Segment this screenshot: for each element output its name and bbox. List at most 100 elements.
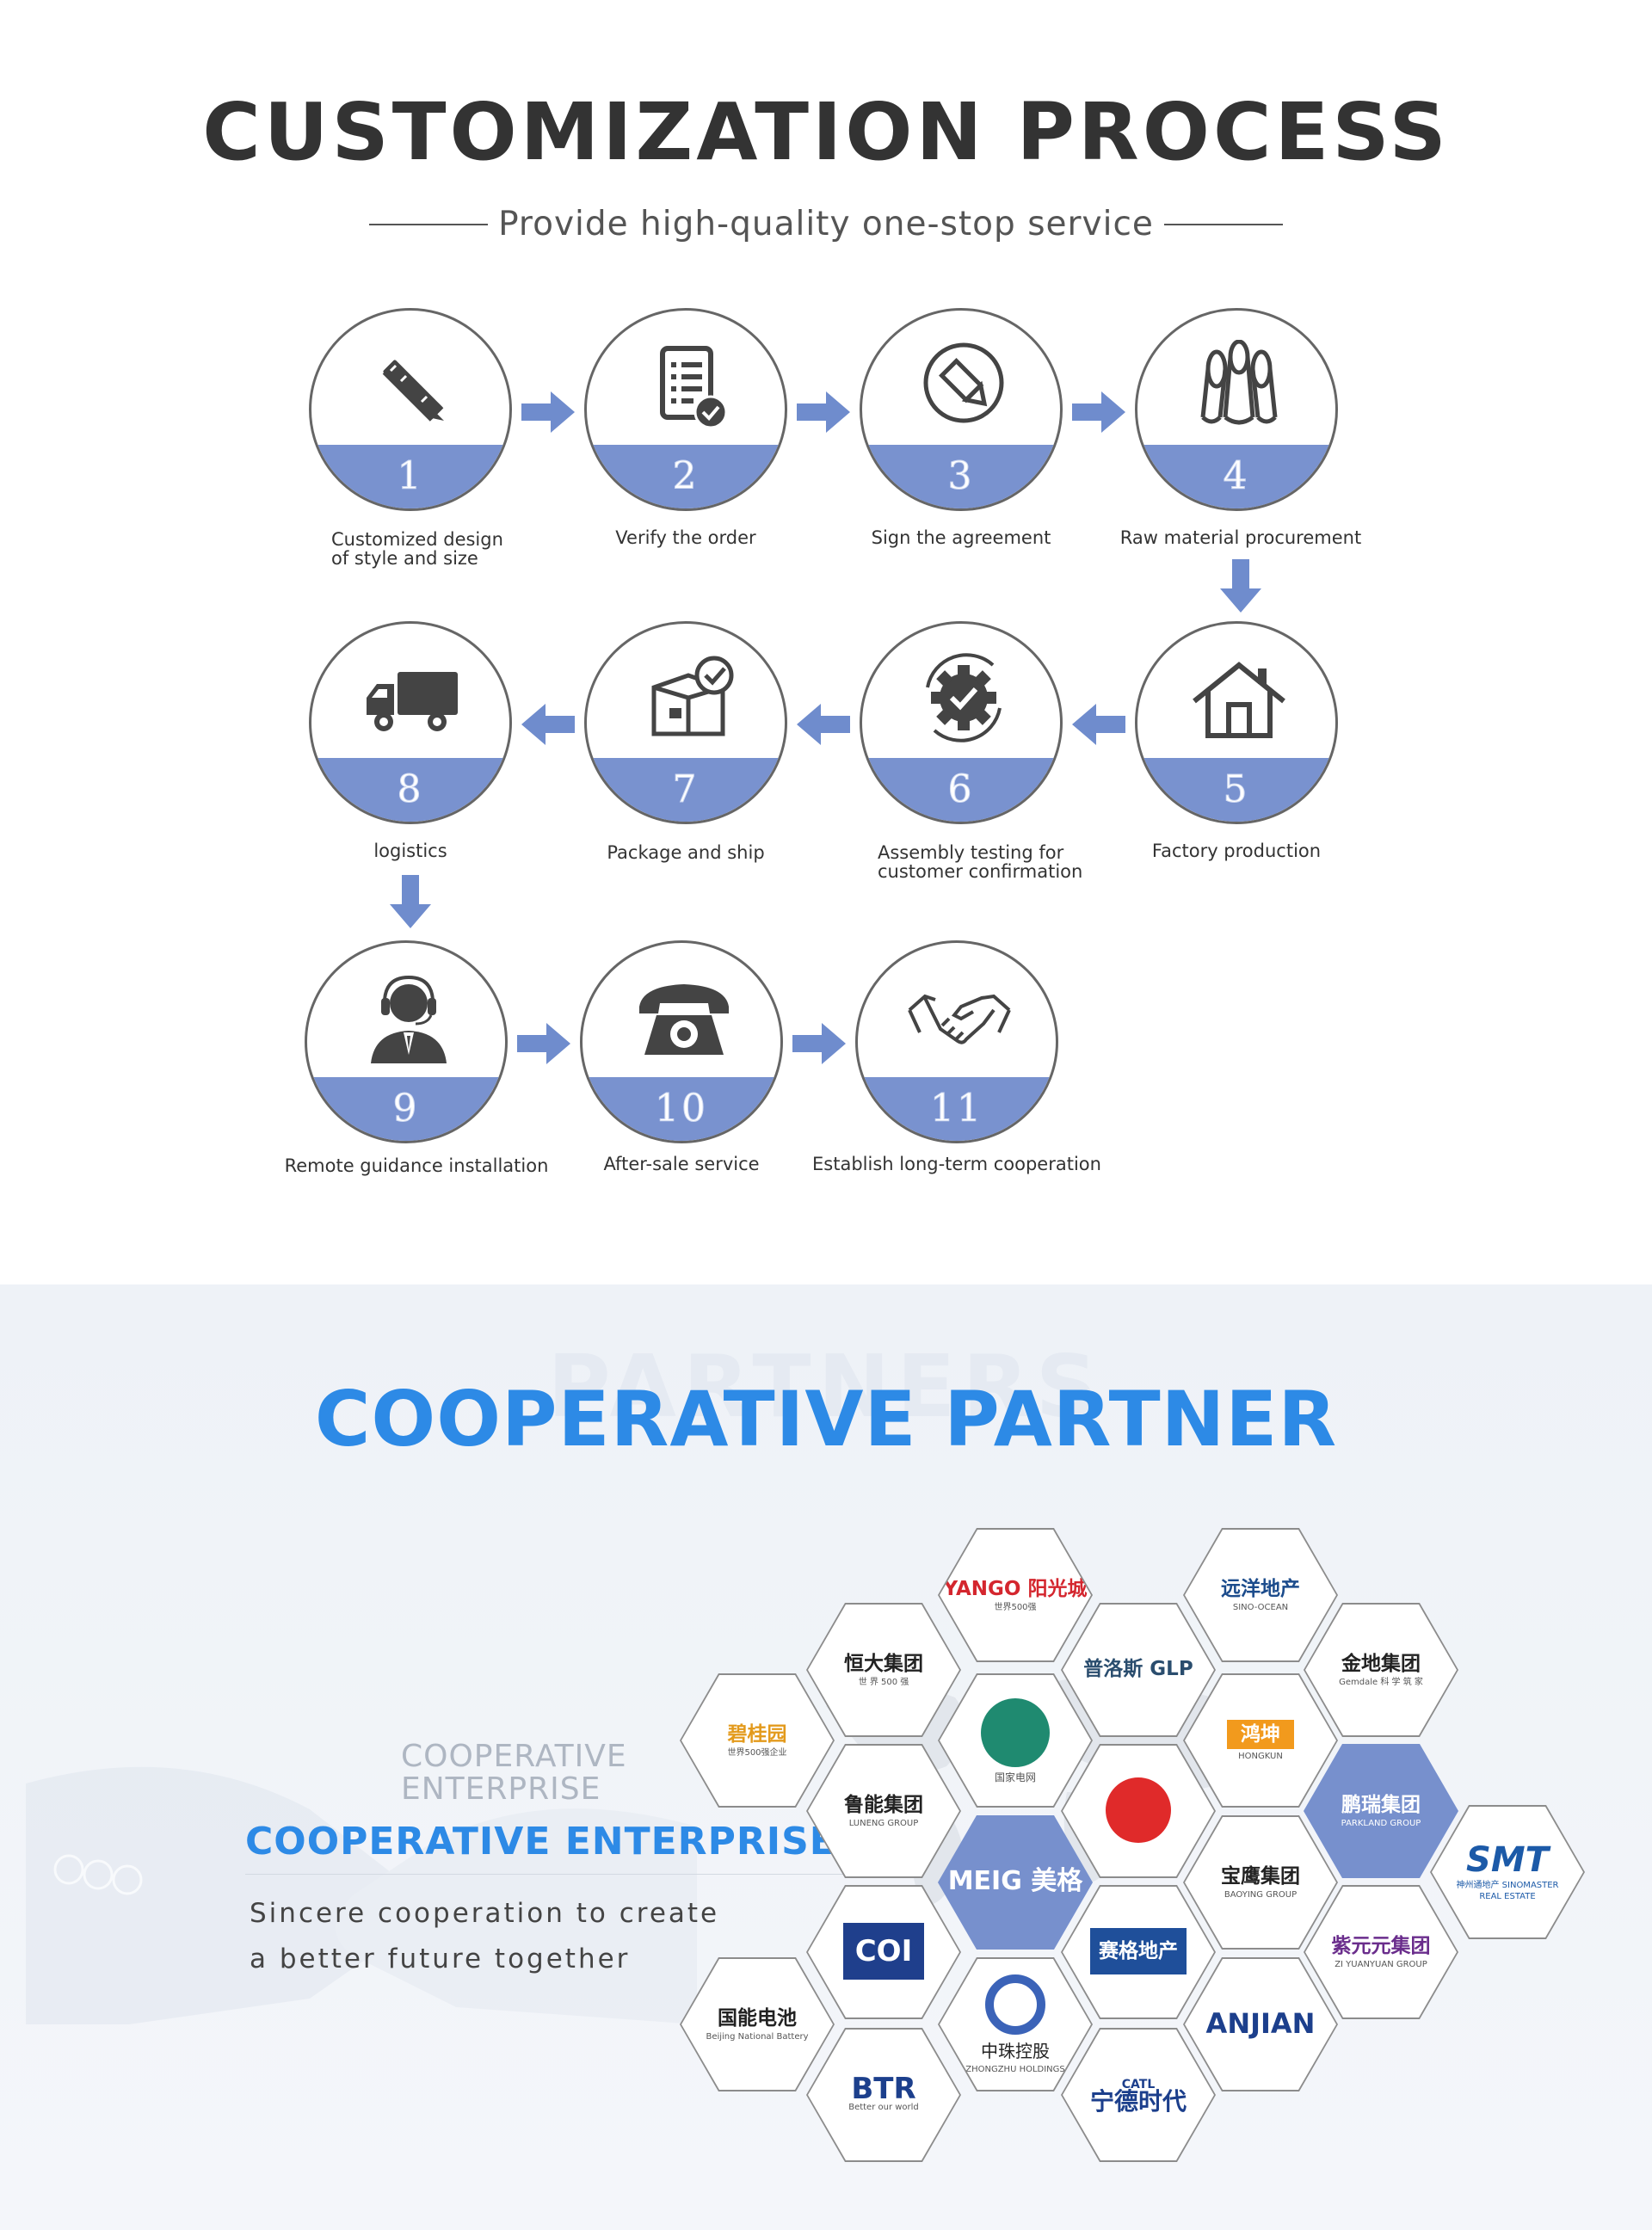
partners-watermark: PARTNERS	[547, 1336, 1105, 1437]
step-number: 4	[1223, 454, 1250, 499]
partner-logo-yango: YANGO 阳光城世界500强	[938, 1528, 1093, 1662]
step-10-label: After-sale service	[603, 1154, 760, 1174]
page-title: CUSTOMIZATION PROCESS	[202, 86, 1450, 178]
step-number: 1	[397, 454, 424, 499]
package-check-icon	[635, 653, 742, 748]
arrow-down-icon	[390, 875, 431, 928]
step-1-circle: 1	[309, 308, 512, 511]
step-number: 8	[397, 767, 424, 812]
partner-logo-country-garden: 碧桂园世界500强企业	[680, 1673, 835, 1808]
step-band	[587, 758, 785, 822]
step-4-circle: 4	[1135, 308, 1338, 511]
step-2-circle: 2	[584, 308, 787, 511]
partners-section: PARTNERS COOPERATIVE PARTNER COOPERATIVE…	[0, 1284, 1652, 2230]
step-3-label: Sign the agreement	[871, 527, 1051, 548]
arrow-right-icon	[797, 391, 850, 433]
partner-logo-evergrande: 恒大集团世 界 500 强	[806, 1603, 961, 1737]
subtitle-right-rule	[1163, 223, 1283, 225]
arrow-right-icon	[521, 391, 575, 433]
arrow-left-icon	[1072, 704, 1125, 745]
telephone-icon	[631, 972, 737, 1067]
step-band	[862, 445, 1060, 508]
step-6-circle: 6	[860, 621, 1063, 824]
partner-logo-glp: 普洛斯 GLP	[1061, 1603, 1216, 1737]
cooperative-enterprise-ghost-heading: COOPERATIVE ENTERPRISE	[401, 1739, 627, 1807]
pencil-circle-icon	[910, 340, 1017, 434]
step-number: 6	[947, 767, 975, 812]
step-5-circle: 5	[1135, 621, 1338, 824]
step-11-circle: 11	[855, 940, 1058, 1143]
step-band	[307, 1077, 505, 1141]
house-icon	[1186, 653, 1292, 748]
step-2-label: Verify the order	[615, 527, 756, 548]
partner-logo-saige: 赛格地产	[1061, 1885, 1216, 2019]
step-band	[311, 758, 509, 822]
step-7-label: Package and ship	[607, 842, 765, 863]
step-band	[862, 758, 1060, 822]
step-band	[311, 445, 509, 508]
arrow-left-icon	[797, 704, 850, 745]
step-band	[587, 445, 785, 508]
subtitle: Provide high-quality one-stop service	[498, 205, 1154, 243]
state-grid-globe-icon	[981, 1697, 1050, 1767]
partner-logo-meig: MEIG 美格	[938, 1815, 1093, 1950]
step-number: 11	[930, 1087, 983, 1131]
step-band	[1137, 758, 1335, 822]
partner-logo-citic	[1061, 1744, 1216, 1878]
heading-divider	[245, 1874, 951, 1875]
step-band	[858, 1077, 1056, 1141]
checklist-icon	[635, 340, 742, 434]
step-number: 2	[672, 454, 700, 499]
step-3-circle: 3	[860, 308, 1063, 511]
truck-icon	[360, 653, 466, 748]
gear-check-icon	[910, 653, 1017, 748]
subtitle-row: Provide high-quality one-stop service	[0, 205, 1652, 243]
arrow-right-icon	[517, 1023, 570, 1064]
arrow-right-icon	[1072, 391, 1125, 433]
arrow-down-icon	[1220, 559, 1261, 613]
cooperative-enterprise-heading: COOPERATIVE ENTERPRISE	[245, 1820, 836, 1863]
step-8-label: logistics	[373, 841, 447, 861]
step-8-circle: 8	[309, 621, 512, 824]
step-5-label: Factory production	[1151, 841, 1322, 861]
step-11-label: Establish long-term cooperation	[812, 1154, 1101, 1174]
step-6-label: Assembly testing for customer confirmati…	[878, 842, 1083, 882]
partner-logo-state-grid: 国家电网	[938, 1673, 1093, 1808]
step-number: 10	[655, 1087, 708, 1131]
tagline-line-2: a better future together	[250, 1944, 631, 1974]
step-9-circle: 9	[305, 940, 508, 1143]
step-number: 7	[672, 767, 700, 812]
step-7-circle: 7	[584, 621, 787, 824]
step-10-circle: 10	[580, 940, 783, 1143]
step-band	[583, 1077, 780, 1141]
step-9-label: Remote guidance installation	[284, 1155, 549, 1176]
headset-agent-icon	[355, 972, 462, 1067]
handshake-background-image	[26, 1680, 697, 2042]
citic-logo-icon	[1106, 1777, 1171, 1843]
partner-logo-anjian: ANJIAN	[1183, 1957, 1338, 2091]
tagline: Sincere cooperation to create a better f…	[250, 1891, 719, 1982]
arrow-right-icon	[792, 1023, 846, 1064]
step-number: 9	[392, 1087, 420, 1131]
arrow-left-icon	[521, 704, 575, 745]
handshake-icon	[906, 972, 1013, 1067]
step-band	[1137, 445, 1335, 508]
subtitle-left-rule	[369, 223, 489, 225]
step-4-label: Raw material procurement	[1119, 527, 1362, 548]
pencil-ruler-icon	[360, 340, 466, 434]
step-number: 3	[947, 454, 975, 499]
pipes-icon	[1186, 340, 1292, 434]
zhongzhu-logo-icon	[985, 1974, 1045, 2035]
step-number: 5	[1223, 767, 1250, 812]
